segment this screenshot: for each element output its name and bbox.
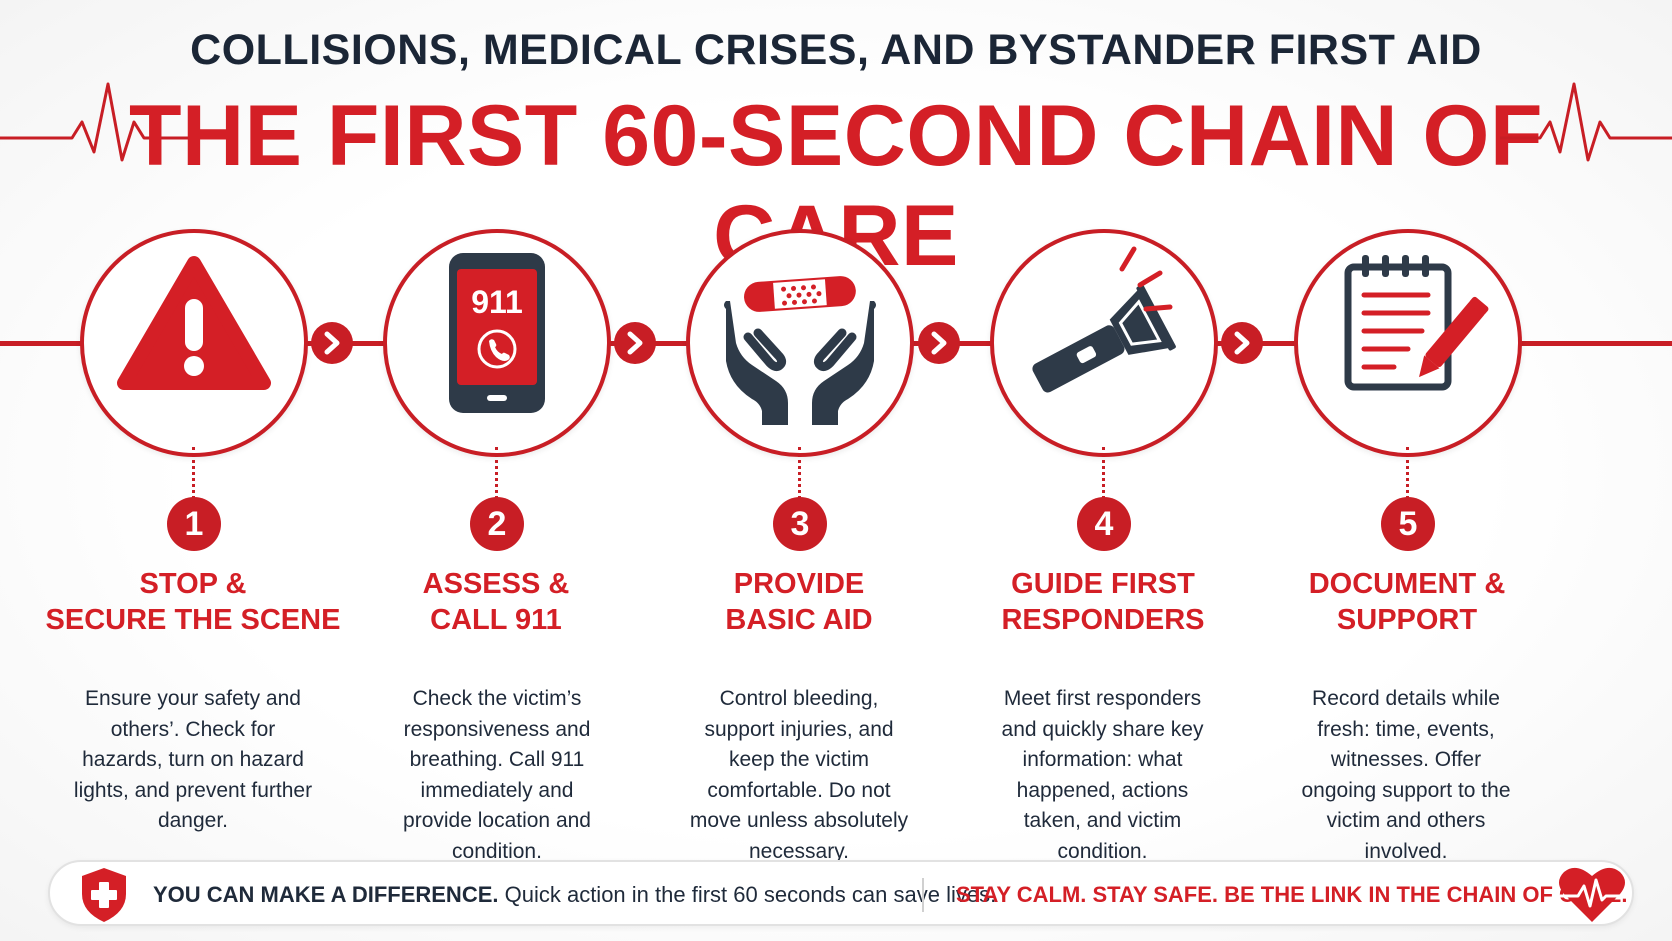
step-3-title: PROVIDE BASIC AID [725, 568, 873, 636]
step-3-connector [798, 447, 801, 499]
step-2-title: ASSESS & CALL 911 [422, 568, 570, 636]
warning-triangle-icon [117, 256, 271, 390]
step-4-icon-circle [990, 229, 1218, 457]
step-4-connector [1102, 447, 1105, 499]
footer-banner: YOU CAN MAKE A DIFFERENCE. Quick action … [48, 860, 1634, 926]
heartbeat-line-right-icon [1500, 82, 1672, 162]
footer-slogan: STAY CALM. STAY SAFE. BE THE LINK IN THE… [956, 882, 1628, 907]
chevron-right-icon [614, 322, 656, 364]
step-5-number: 5 [1381, 497, 1435, 551]
step-4-number: 4 [1077, 497, 1131, 551]
step-1-title: STOP & SECURE THE SCENE [45, 568, 341, 636]
heartbeat-heart-icon [1559, 867, 1625, 922]
step-5-title: DOCUMENT & SUPPORT [1308, 568, 1506, 636]
chevron-right-icon [918, 322, 960, 364]
heartbeat-line-left-icon [0, 82, 190, 162]
footer-message: YOU CAN MAKE A DIFFERENCE. Quick action … [153, 882, 996, 908]
step-5-icon-circle [1294, 229, 1522, 457]
hands-bandage-icon [724, 276, 876, 425]
footer-divider [922, 878, 924, 912]
step-4-title: GUIDE FIRST RESPONDERS [1001, 568, 1205, 636]
flashlight-icon [1032, 246, 1176, 393]
page-subtitle: COLLISIONS, MEDICAL CRISES, AND BYSTANDE… [190, 26, 1482, 74]
step-5-connector [1406, 447, 1409, 499]
medical-shield-icon [82, 868, 126, 922]
chevron-right-icon [311, 322, 353, 364]
step-1-description: Ensure your safety and others’. Check fo… [73, 687, 313, 832]
phone-911-text: 911 [471, 284, 523, 320]
footer-message-bold: YOU CAN MAKE A DIFFERENCE. [153, 882, 499, 907]
step-1-number: 1 [167, 497, 221, 551]
step-1-connector [192, 447, 195, 499]
step-1-icon-circle [80, 229, 308, 457]
step-4-description: Meet first responders and quickly share … [1001, 687, 1204, 863]
step-3-icon-circle [686, 229, 914, 457]
notepad-pencil-icon [1344, 255, 1489, 391]
step-2-icon-circle: 911 [383, 229, 611, 457]
chevron-right-icon [1221, 322, 1263, 364]
phone-911-icon: 911 [449, 253, 545, 413]
footer-message-rest: Quick action in the first 60 seconds can… [498, 882, 997, 907]
step-2-description: Check the victim’s responsiveness and br… [403, 687, 591, 863]
step-3-description: Control bleeding, support injuries, and … [689, 687, 909, 863]
step-5-description: Record details while fresh: time, events… [1301, 687, 1511, 863]
step-2-number: 2 [470, 497, 524, 551]
step-2-connector [495, 447, 498, 499]
step-3-number: 3 [773, 497, 827, 551]
